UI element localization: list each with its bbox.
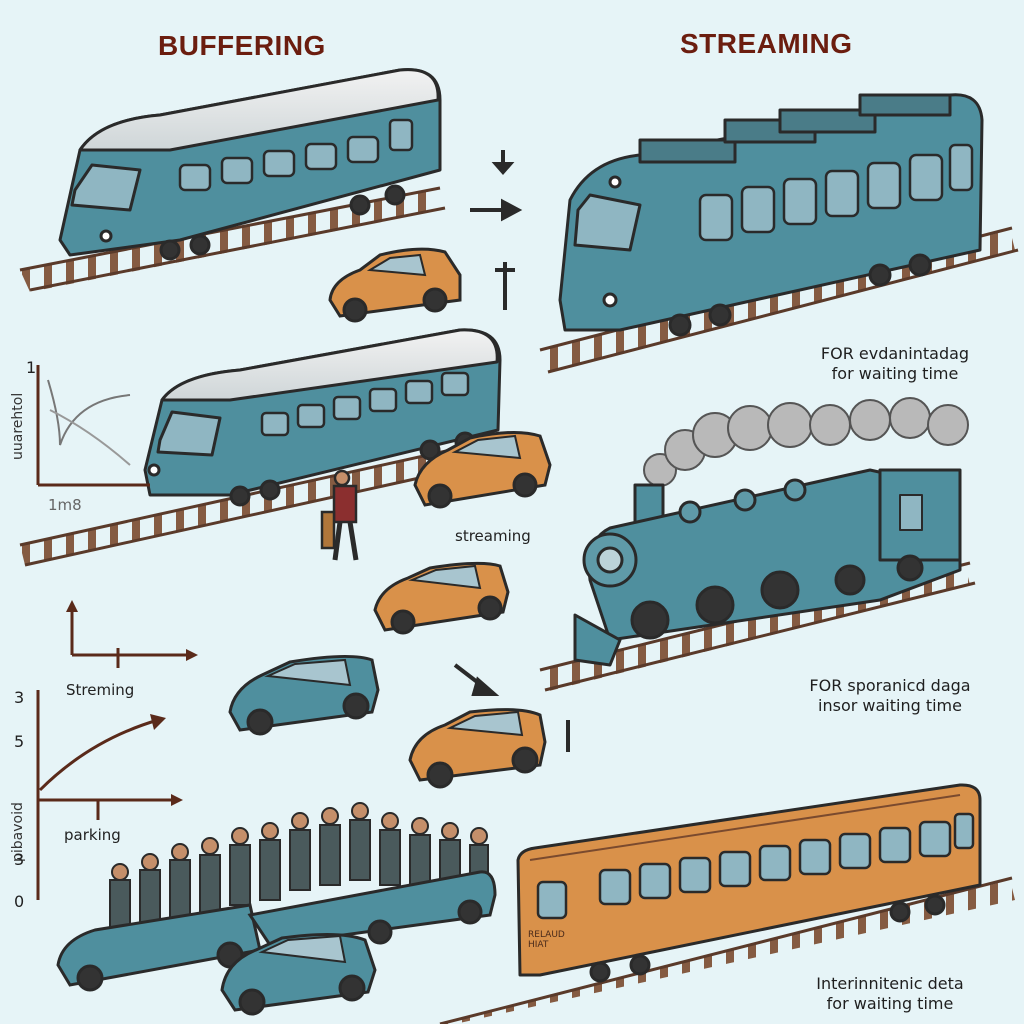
train-streaming-steam bbox=[573, 468, 962, 667]
note-mid-line2: insor waiting time bbox=[818, 696, 962, 715]
graph-top-xlabel: 1m8 bbox=[48, 496, 82, 514]
train-sign: RELAUD HIAT bbox=[528, 930, 565, 950]
car-orange-1 bbox=[328, 247, 462, 323]
car-blue-1 bbox=[228, 654, 380, 736]
note-bottom-line1: Interinnitenic deta bbox=[816, 974, 964, 993]
note-mid: FOR sporanicd daga insor waiting time bbox=[790, 676, 990, 716]
car-orange-3 bbox=[373, 561, 510, 635]
track-5 bbox=[439, 876, 1015, 1024]
note-top: FOR evdanintadag for waiting time bbox=[800, 344, 990, 384]
header-streaming: STREAMING bbox=[680, 28, 853, 59]
axis-tick-2: 5 bbox=[14, 732, 25, 751]
note-bottom: Interinnitenic deta for waiting time bbox=[800, 974, 980, 1014]
arrow-group-top bbox=[470, 150, 523, 310]
note-bottom-line2: for waiting time bbox=[826, 994, 954, 1013]
car-orange-2 bbox=[413, 430, 552, 509]
graph-streming bbox=[66, 600, 198, 668]
axis-tick-3: 3 bbox=[14, 850, 25, 869]
steam-smoke bbox=[643, 397, 969, 487]
graph-top-tick: 1 bbox=[26, 358, 37, 377]
train-buffering-1 bbox=[58, 68, 442, 261]
car-blue-bottom-3 bbox=[220, 932, 377, 1016]
axis-tick-1: 3 bbox=[14, 688, 25, 707]
graph-bottom bbox=[36, 690, 183, 900]
header-buffering: BUFFERING bbox=[158, 30, 326, 61]
graph-top bbox=[36, 365, 150, 487]
track-1 bbox=[19, 186, 446, 292]
car-orange-4 bbox=[408, 708, 547, 789]
graph-top-ylabel: uuarehtol bbox=[10, 392, 26, 460]
train-streaming-modern bbox=[558, 93, 984, 337]
crowd-of-people bbox=[109, 802, 489, 931]
car-blue-bottom-2 bbox=[247, 870, 497, 947]
note-top-line1: FOR evdanintadag bbox=[820, 344, 970, 363]
label-parking-graph: parking bbox=[64, 826, 121, 844]
axis-tick-4: 0 bbox=[14, 892, 25, 911]
person-with-suitcase bbox=[320, 469, 359, 561]
label-streaming-small: streaming bbox=[455, 527, 531, 545]
note-mid-line1: FOR sporanicd daga bbox=[809, 676, 971, 695]
label-streming-graph: Streming bbox=[66, 681, 135, 699]
train-orange-bottom bbox=[516, 783, 982, 983]
arrow-mid bbox=[453, 663, 570, 752]
note-top-line2: for waiting time bbox=[831, 364, 959, 383]
